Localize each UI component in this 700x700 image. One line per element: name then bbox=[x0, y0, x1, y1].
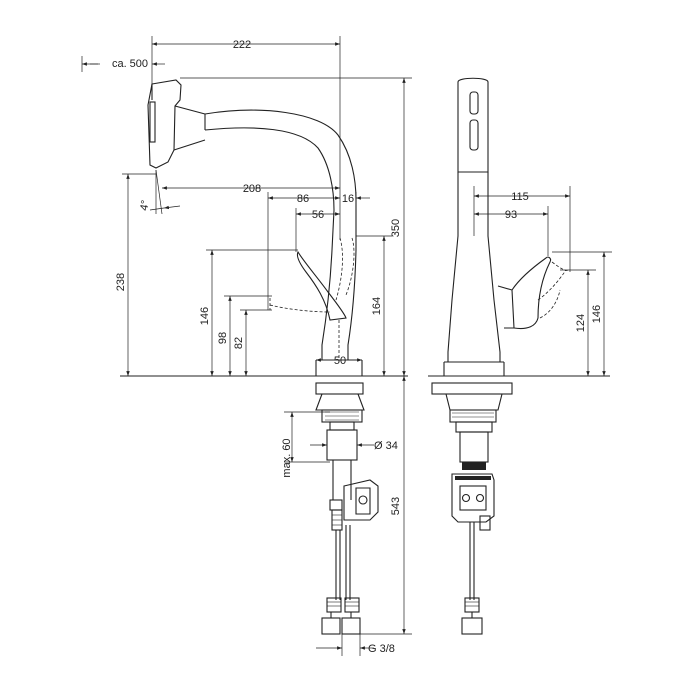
dim-g38-label: G 3/8 bbox=[368, 643, 395, 655]
dim-spout-height: 238 bbox=[115, 173, 156, 376]
dim-max60-label: max. 60 bbox=[281, 438, 293, 477]
dim-146-front-label: 146 bbox=[199, 307, 211, 325]
dim-82-label: 82 bbox=[233, 337, 245, 349]
dim-spout-reach: 222 bbox=[151, 36, 341, 240]
dim-56-label: 56 bbox=[312, 209, 324, 221]
dim-lever-146-front: 146 bbox=[199, 249, 298, 376]
dim-side-115: 115 bbox=[473, 186, 571, 272]
dim-aerator-offset: 208 bbox=[162, 183, 340, 195]
dim-max-thickness: max. 60 bbox=[281, 411, 330, 478]
front-view-faucet bbox=[147, 79, 363, 376]
dim-below-length: 543 bbox=[360, 376, 412, 635]
dim-total-height: 350 bbox=[180, 77, 412, 376]
dim-side-146: 146 bbox=[552, 251, 612, 376]
dim-164-label: 164 bbox=[371, 297, 383, 315]
dim-208-label: 208 bbox=[243, 183, 261, 195]
front-view-under-sink bbox=[315, 382, 379, 635]
dim-base-diameter: 50 bbox=[316, 355, 362, 367]
dim-238-label: 238 bbox=[115, 273, 127, 291]
dim-124-label: 124 bbox=[575, 314, 587, 332]
dim-cable-length: ca. 500 bbox=[81, 56, 165, 72]
dim-146-side-label: 146 bbox=[591, 305, 603, 323]
dim-lever-56: 56 bbox=[295, 208, 340, 252]
dim-hole-diameter: Ø 34 bbox=[310, 440, 398, 452]
dim-lever-164: 164 bbox=[356, 235, 392, 376]
dim-86-label: 86 bbox=[297, 193, 309, 205]
dim-thread: G 3/8 bbox=[316, 634, 395, 656]
dim-98-label: 98 bbox=[217, 332, 229, 344]
dim-side-124: 124 bbox=[560, 269, 596, 376]
dim-lever-82: 82 bbox=[233, 309, 272, 376]
dim-4deg-label: 4° bbox=[138, 199, 152, 211]
dim-543-label: 543 bbox=[390, 497, 402, 515]
dim-lever-86: 86 16 bbox=[267, 192, 370, 310]
dim-tilt-angle: 4° bbox=[138, 169, 181, 215]
side-view-faucet bbox=[443, 77, 569, 376]
dim-16-label: 16 bbox=[342, 193, 354, 205]
dim-dia34-label: Ø 34 bbox=[374, 440, 398, 452]
dim-lever-98: 98 bbox=[217, 295, 272, 376]
side-view-under-sink bbox=[431, 382, 513, 635]
dim-222-label: 222 bbox=[233, 39, 251, 51]
dim-side-93: 93 bbox=[474, 206, 549, 256]
dim-ca500-label: ca. 500 bbox=[112, 58, 148, 70]
dim-115-label: 115 bbox=[511, 191, 529, 203]
dim-350-label: 350 bbox=[390, 219, 402, 237]
dim-93-label: 93 bbox=[505, 209, 517, 221]
dim-50-label: 50 bbox=[334, 355, 346, 367]
